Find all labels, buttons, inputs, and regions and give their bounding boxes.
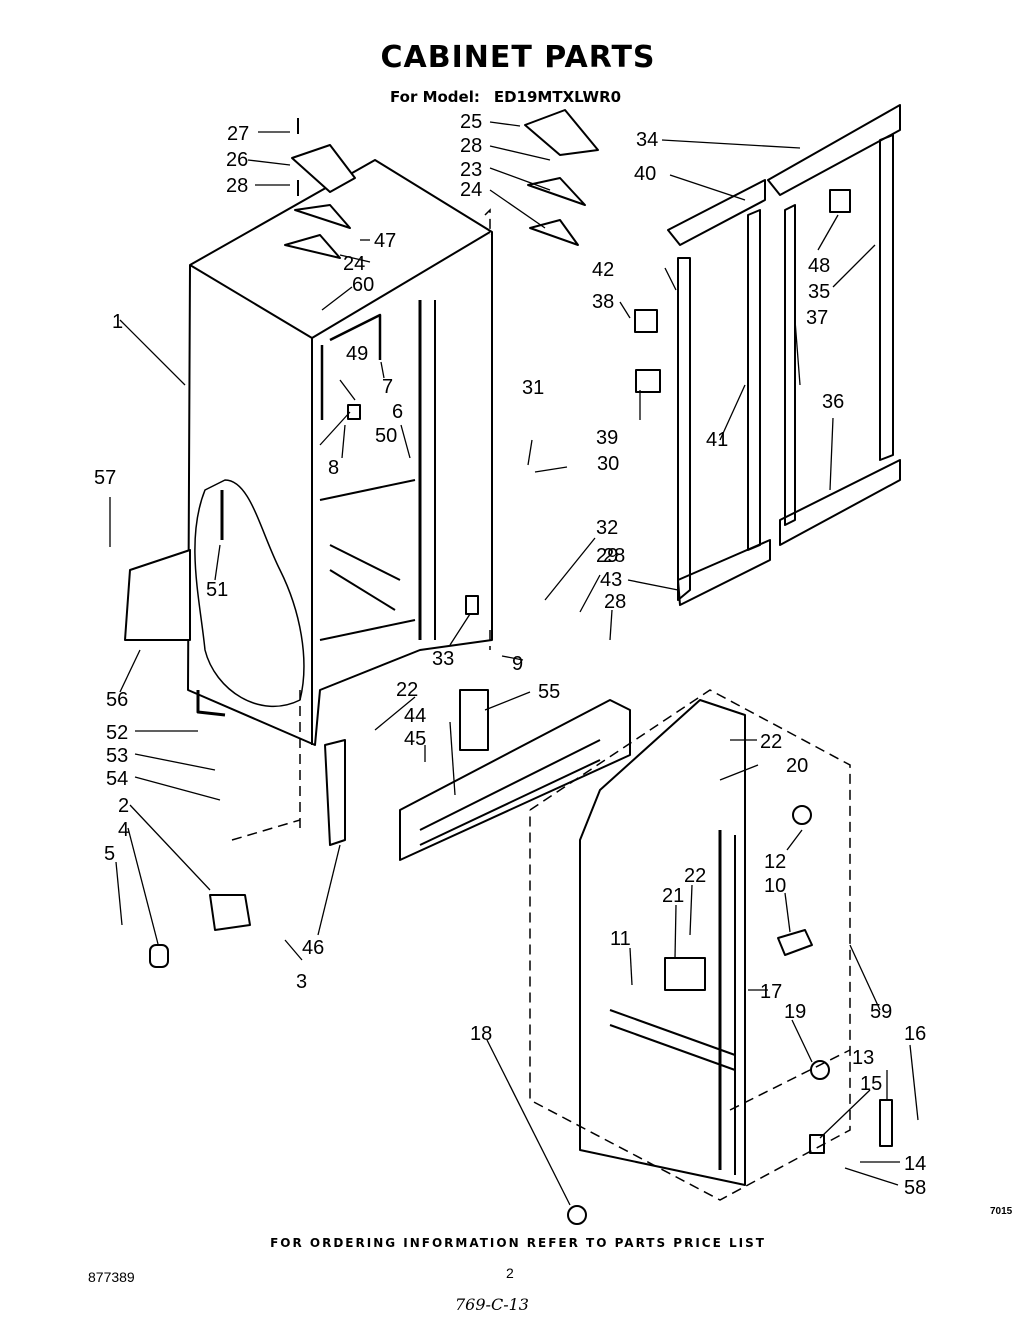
part-label-27: 27: [227, 123, 249, 145]
part-label-35: 35: [808, 281, 830, 303]
part-label-42: 42: [592, 259, 614, 281]
part-label-3: 3: [296, 971, 307, 993]
model-number: ED19MTXLWR0: [493, 88, 622, 106]
freezer-door: [567, 699, 893, 1225]
document-number: 877389: [88, 1269, 135, 1285]
part-label-30: 30: [597, 453, 619, 475]
part-label-20: 20: [786, 755, 808, 777]
part-label-44: 44: [404, 705, 426, 727]
part-label-5: 5: [104, 843, 115, 865]
part-label-52: 52: [106, 722, 128, 744]
part-labels: 1234567891011121314151617181920212222222…: [94, 111, 926, 1199]
part-label-28: 28: [603, 545, 625, 567]
part-label-39: 39: [596, 427, 618, 449]
part-label-36: 36: [822, 391, 844, 413]
part-label-28: 28: [460, 135, 482, 157]
part-label-40: 40: [634, 163, 656, 185]
part-label-46: 46: [302, 937, 324, 959]
part-label-53: 53: [106, 745, 128, 767]
part-label-29: 29: [596, 545, 618, 567]
part-label-32: 32: [596, 517, 618, 539]
part-label-43: 43: [600, 569, 622, 591]
part-label-51: 51: [206, 579, 228, 601]
part-label-37: 37: [806, 307, 828, 329]
part-label-12: 12: [764, 851, 786, 873]
handwritten-note: 769-C-13: [455, 1295, 529, 1314]
part-label-2: 2: [118, 795, 129, 817]
ordering-note: FOR ORDERING INFORMATION REFER TO PARTS …: [270, 1236, 766, 1250]
part-label-7: 7: [382, 376, 393, 398]
cabinet-body: [187, 159, 493, 746]
part-label-33: 33: [432, 648, 454, 670]
part-label-24: 24: [343, 253, 365, 275]
part-label-56: 56: [106, 689, 128, 711]
part-label-17: 17: [760, 981, 782, 1003]
top-hinges: [284, 109, 599, 259]
part-label-55: 55: [538, 681, 560, 703]
part-label-23: 23: [460, 159, 482, 181]
model-subtitle: For Model: ED19MTXLWR0: [390, 88, 621, 106]
part-label-28: 28: [226, 175, 248, 197]
part-label-31: 31: [522, 377, 544, 399]
part-label-49: 49: [346, 343, 368, 365]
part-label-1: 1: [112, 311, 123, 333]
part-label-60: 60: [352, 274, 374, 296]
part-label-38: 38: [592, 291, 614, 313]
part-label-58: 58: [904, 1177, 926, 1199]
phantom-outlines: [231, 208, 851, 1201]
part-label-45: 45: [404, 728, 426, 750]
part-label-4: 4: [118, 819, 129, 841]
part-label-28: 28: [604, 591, 626, 613]
part-label-59: 59: [870, 1001, 892, 1023]
part-label-10: 10: [764, 875, 786, 897]
part-label-22: 22: [396, 679, 418, 701]
part-label-11: 11: [610, 928, 631, 950]
part-label-41: 41: [706, 429, 728, 451]
part-label-19: 19: [784, 1001, 806, 1023]
part-label-26: 26: [226, 149, 248, 171]
page-number: 2: [506, 1265, 514, 1281]
part-label-9: 9: [512, 653, 523, 675]
page-title: CABINET PARTS: [380, 40, 656, 75]
leader-lines: [109, 121, 919, 1206]
part-label-48: 48: [808, 255, 830, 277]
part-label-6: 6: [392, 401, 403, 423]
part-label-15: 15: [860, 1073, 882, 1095]
part-label-8: 8: [328, 457, 339, 479]
part-label-14: 14: [904, 1153, 926, 1175]
door-gaskets: [634, 104, 901, 606]
toe-grille: [124, 549, 631, 968]
part-label-54: 54: [106, 768, 128, 790]
model-prefix: For Model:: [390, 88, 480, 106]
part-label-25: 25: [460, 111, 482, 133]
part-label-21: 21: [662, 885, 684, 907]
part-label-24: 24: [460, 179, 482, 201]
part-label-57: 57: [94, 467, 116, 489]
part-label-18: 18: [470, 1023, 492, 1045]
part-label-16: 16: [904, 1023, 926, 1045]
part-label-50: 50: [375, 425, 397, 447]
part-label-13: 13: [852, 1047, 874, 1069]
part-label-34: 34: [636, 129, 658, 151]
part-label-47: 47: [374, 230, 396, 252]
illustration-code: 7015: [990, 1206, 1013, 1217]
part-label-22: 22: [684, 865, 706, 887]
part-label-22: 22: [760, 731, 782, 753]
